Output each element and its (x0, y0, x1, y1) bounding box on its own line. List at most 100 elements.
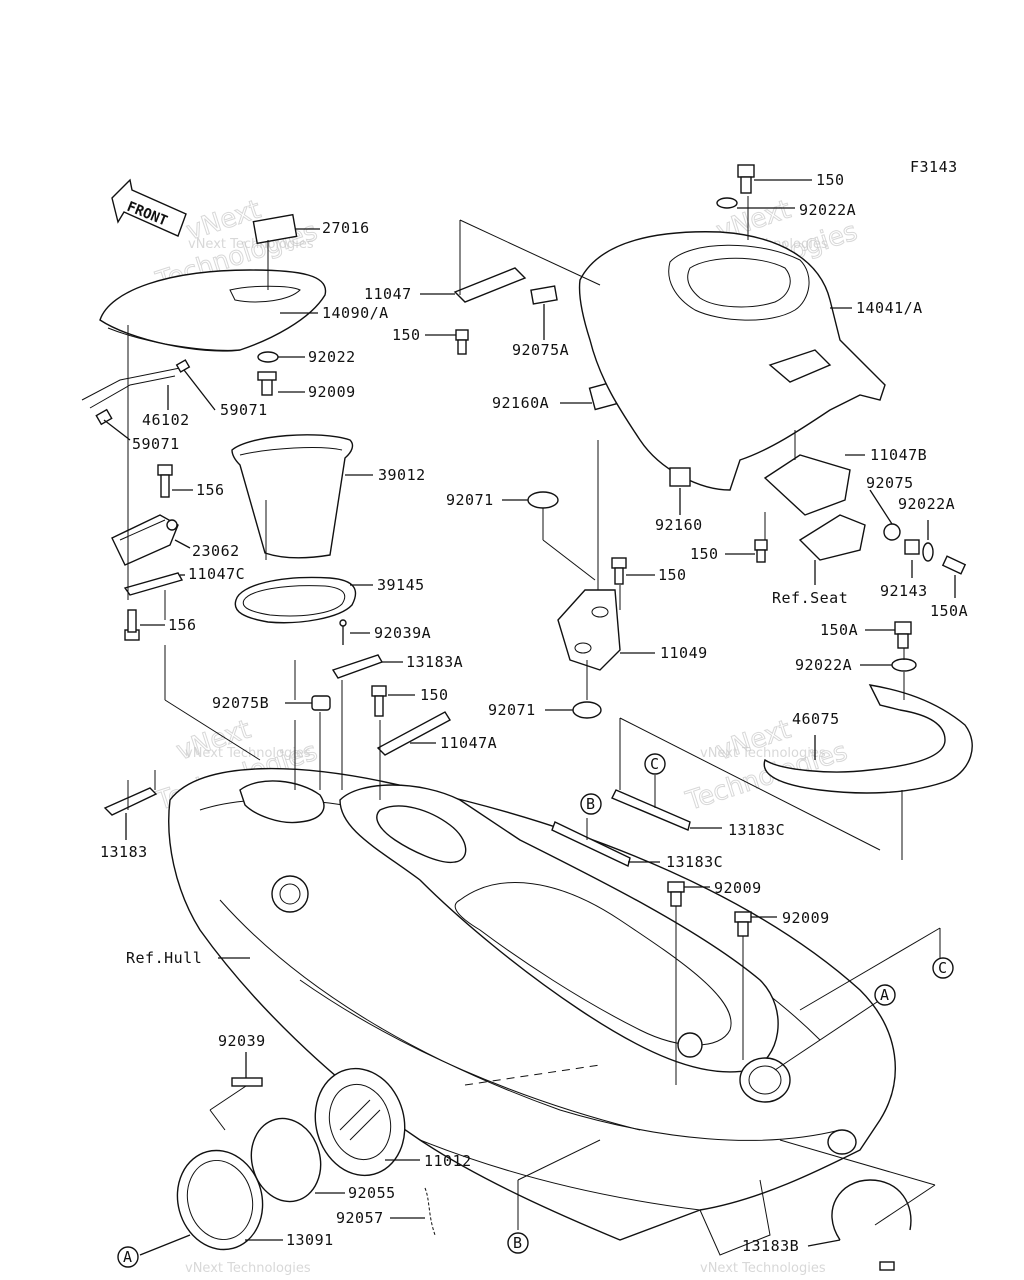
washer-92022a-r (922, 542, 934, 562)
part-label: 150 (420, 686, 449, 704)
callout-c: C (650, 755, 660, 773)
part-labels: 27016 14090/A 92022 92009 59071 46102 59… (100, 171, 968, 1255)
part-label: 39145 (377, 576, 425, 594)
part-label: 14041/A (856, 299, 923, 317)
o-ring-92055 (250, 1117, 322, 1203)
bolt-icons (95, 351, 279, 641)
callout-a: A (123, 1248, 133, 1266)
washer-92022a-low (891, 658, 917, 672)
bracket-11047 (453, 267, 527, 303)
part-label: 13183C (666, 853, 723, 871)
part-label: 27016 (322, 219, 370, 237)
bolt-150-top (737, 164, 755, 178)
front-storage-lid (99, 213, 327, 352)
storage-bucket (231, 434, 354, 559)
callout-c: C (938, 959, 948, 977)
part-label: 92075 (866, 474, 914, 492)
washer-92022a (716, 197, 738, 209)
part-label: 92071 (488, 701, 536, 719)
part-label: 11047A (440, 734, 497, 752)
callout-b: B (586, 795, 596, 813)
spacer-92075b (311, 695, 331, 711)
part-label: 150 (392, 326, 421, 344)
part-label: 14090/A (322, 304, 389, 322)
grab-handle-46075 (763, 684, 973, 794)
bracket-11049 (557, 589, 621, 671)
part-label: 156 (168, 616, 197, 634)
part-label: 23062 (192, 542, 240, 560)
watermark-text: vNext Technologies (700, 1261, 826, 1276)
part-label: 92009 (714, 879, 762, 897)
part-label: 92022A (795, 656, 852, 674)
watermark-text: vNext Technologies (700, 746, 826, 761)
bracket-11047c (123, 572, 184, 596)
part-label: 11012 (424, 1152, 472, 1170)
part-label: 150A (820, 621, 858, 639)
part-label: 150 (658, 566, 687, 584)
part-label: 92039 (218, 1032, 266, 1050)
plate-13183c-a (611, 789, 691, 831)
plate-13183c-b (551, 821, 631, 867)
part-label: 92075B (212, 694, 269, 712)
part-label: 92057 (336, 1209, 384, 1227)
bolt-150 (371, 685, 387, 697)
part-label: 92022 (308, 348, 356, 366)
bolt-92009-b (734, 911, 752, 923)
part-label: 13183 (100, 843, 148, 861)
part-label: 92071 (446, 491, 494, 509)
part-label: 11047B (870, 446, 927, 464)
part-label: 11047 (364, 285, 412, 303)
part-label: 150 (690, 545, 719, 563)
watermark-text: vNext Technologies (185, 1261, 311, 1276)
pad-92160 (669, 467, 691, 487)
ref-seat-latch (798, 514, 866, 561)
hull (168, 767, 896, 1256)
part-label: 13091 (286, 1231, 334, 1249)
bolt-92009-a (667, 881, 685, 893)
callout-b: B (513, 1234, 523, 1252)
part-label: 13183A (406, 653, 463, 671)
plate-13183 (103, 787, 158, 816)
part-label: 92022A (898, 495, 955, 513)
ref-hull-label: Ref.Hull (126, 949, 202, 967)
part-label: 92009 (308, 383, 356, 401)
cap-11012 (314, 1067, 406, 1177)
front-arrow-icon: FRONT (111, 178, 187, 237)
bolt-150-left (455, 329, 469, 341)
part-label: 150 (816, 171, 845, 189)
part-label: 92160A (492, 394, 549, 412)
bolt-150-11049 (611, 557, 627, 569)
hinge (111, 514, 179, 566)
ref-seat-label: Ref.Seat (772, 589, 848, 607)
part-label: 92160 (655, 516, 703, 534)
grommet-92071-a (527, 491, 559, 509)
part-label: 92039A (374, 624, 431, 642)
part-label: 92075A (512, 341, 569, 359)
bracket-11047b (763, 454, 851, 516)
part-label: 156 (196, 481, 225, 499)
figure-code: F3143 (910, 158, 958, 176)
part-label: 150A (930, 602, 968, 620)
pin-92039 (231, 1077, 263, 1087)
rod-46102 (81, 367, 181, 401)
part-label: 59071 (132, 435, 180, 453)
collar-92075 (883, 523, 901, 541)
collar-92143 (904, 539, 920, 555)
rear-seat-cowl (578, 231, 886, 491)
callout-a: A (880, 986, 890, 1004)
pad-92075a (530, 285, 558, 305)
part-label: 46075 (792, 710, 840, 728)
part-label: 11047C (188, 565, 245, 583)
ring-13183b (831, 1179, 912, 1241)
part-label: 13183B (742, 1237, 799, 1255)
callout-circles: C B C A B A (117, 753, 954, 1268)
part-label: 59071 (220, 401, 268, 419)
part-label: 92022A (799, 201, 856, 219)
part-label: 39012 (378, 466, 426, 484)
plate-13183a (331, 654, 384, 679)
cord-92057 (424, 1187, 436, 1236)
watermark-text: vNext Technologies (188, 237, 314, 252)
bucket-gasket (234, 576, 357, 624)
part-label: 92143 (880, 582, 928, 600)
part-label: 13183C (728, 821, 785, 839)
